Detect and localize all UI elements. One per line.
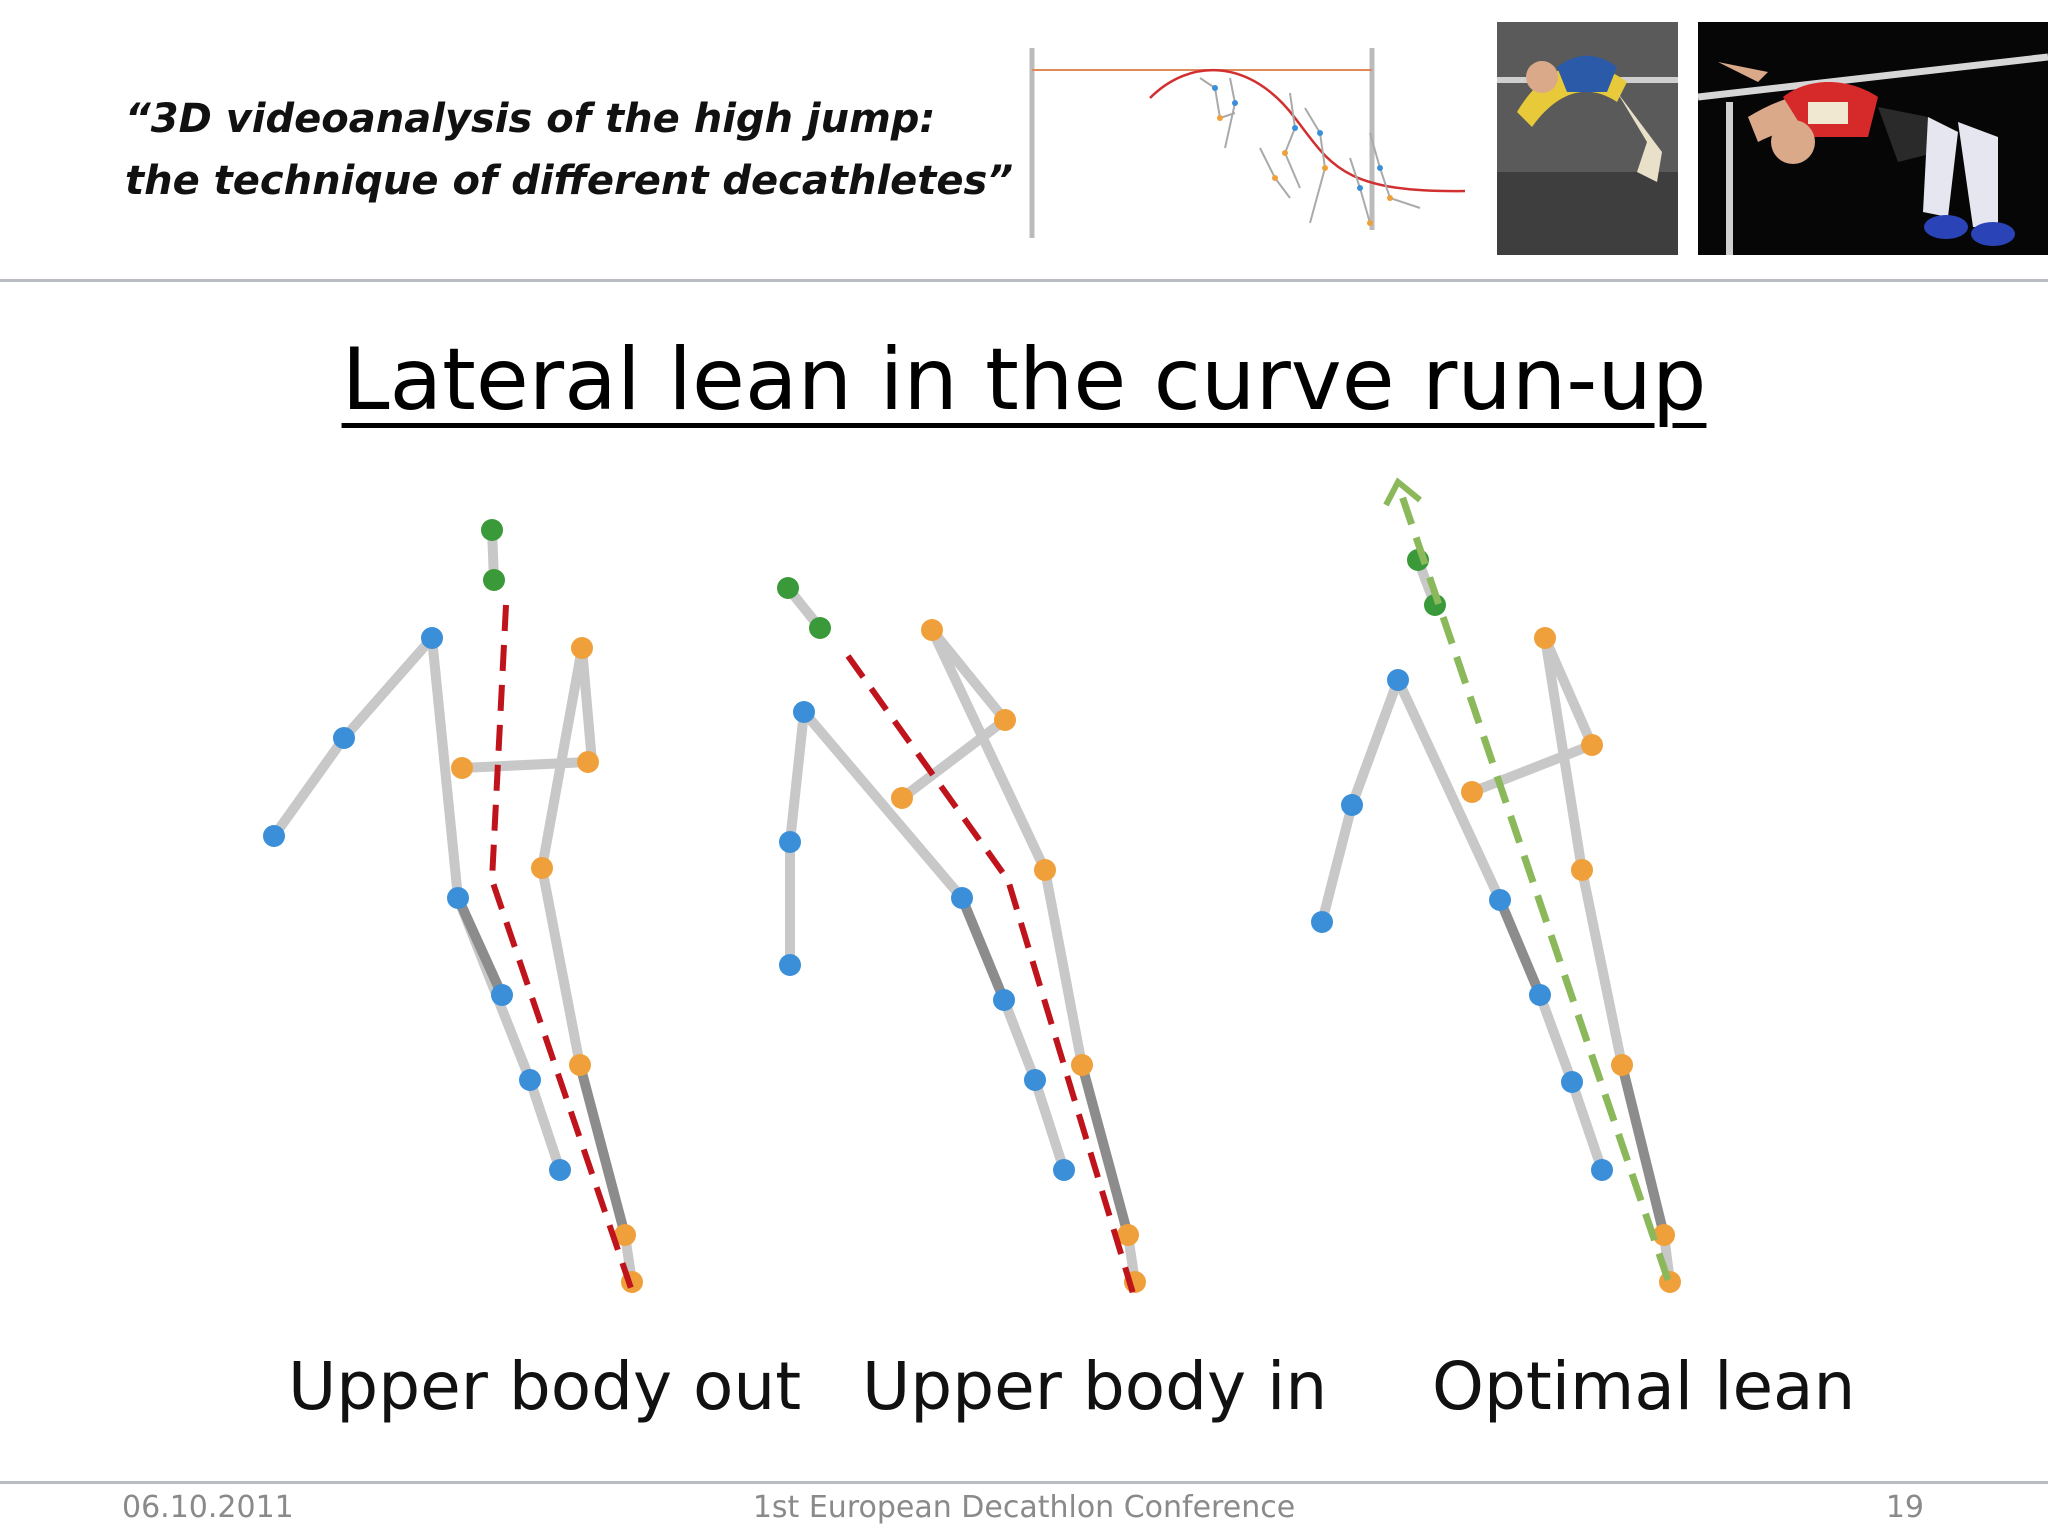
slide-title: Lateral lean in the curve run-up [341,330,1707,430]
slide-number: 19 [1885,1490,1924,1525]
caption-upper-body-in: Upper body in [862,1348,1328,1425]
subtitle-line-1: “3D videoanalysis of the high jump: [125,96,936,142]
caption-optimal-lean: Optimal lean [1432,1348,1856,1425]
footer-divider [0,1481,2048,1484]
stick-figures [263,477,1681,1301]
figure-upper-body-out [263,519,643,1301]
subtitle-line-2: the technique of different decathletes” [125,158,1014,204]
footer-date: 06.10.2011 [122,1490,294,1525]
high-jump-trajectory-thumbnail [1029,48,1466,238]
presentation-subtitle: “3D videoanalysis of the high jump: the … [125,88,1013,212]
athlete-photo-1 [1497,22,1678,255]
caption-upper-body-out: Upper body out [288,1348,802,1425]
figure-upper-body-in [777,577,1146,1301]
athlete-photo-2 [1698,22,2048,255]
figure-optimal-lean [1311,477,1681,1293]
footer-conference: 1st European Decathlon Conference [752,1490,1296,1525]
header-divider [0,279,2048,282]
